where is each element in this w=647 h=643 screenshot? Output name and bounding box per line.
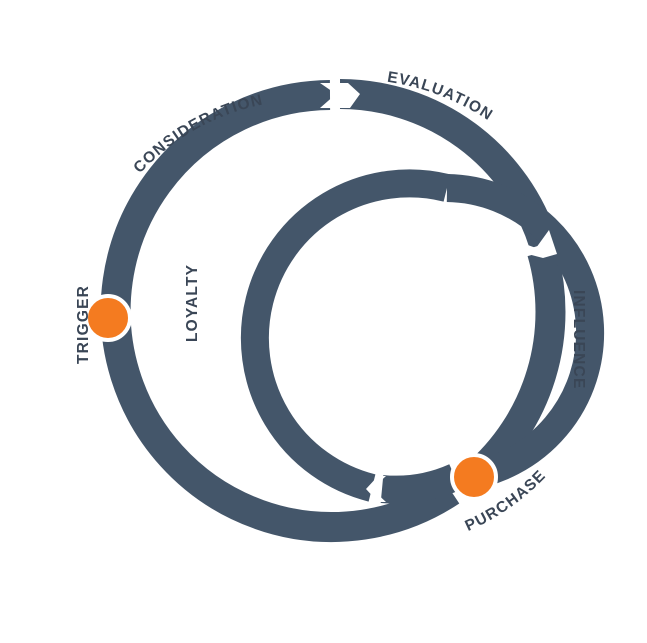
loyalty-return-arc [446, 174, 605, 491]
label-trigger: TRIGGER [75, 285, 92, 364]
influence-purchase-arc [465, 247, 566, 488]
trigger-dot-icon [84, 294, 132, 342]
label-influence: INFLUENCE [570, 290, 587, 390]
influence-chevron-icon [514, 230, 557, 258]
label-loyalty: LOYALTY [184, 264, 201, 342]
loyalty-loop-ring [240, 169, 451, 502]
purchase-dot-icon [450, 453, 498, 501]
loyalty-purchase-segment [380, 464, 461, 504]
loyalty-chevron-icon [366, 476, 386, 502]
evaluation-chevron-icon [320, 83, 360, 108]
outer-journey-ring [100, 80, 460, 542]
evaluation-influence-arc [339, 79, 559, 249]
